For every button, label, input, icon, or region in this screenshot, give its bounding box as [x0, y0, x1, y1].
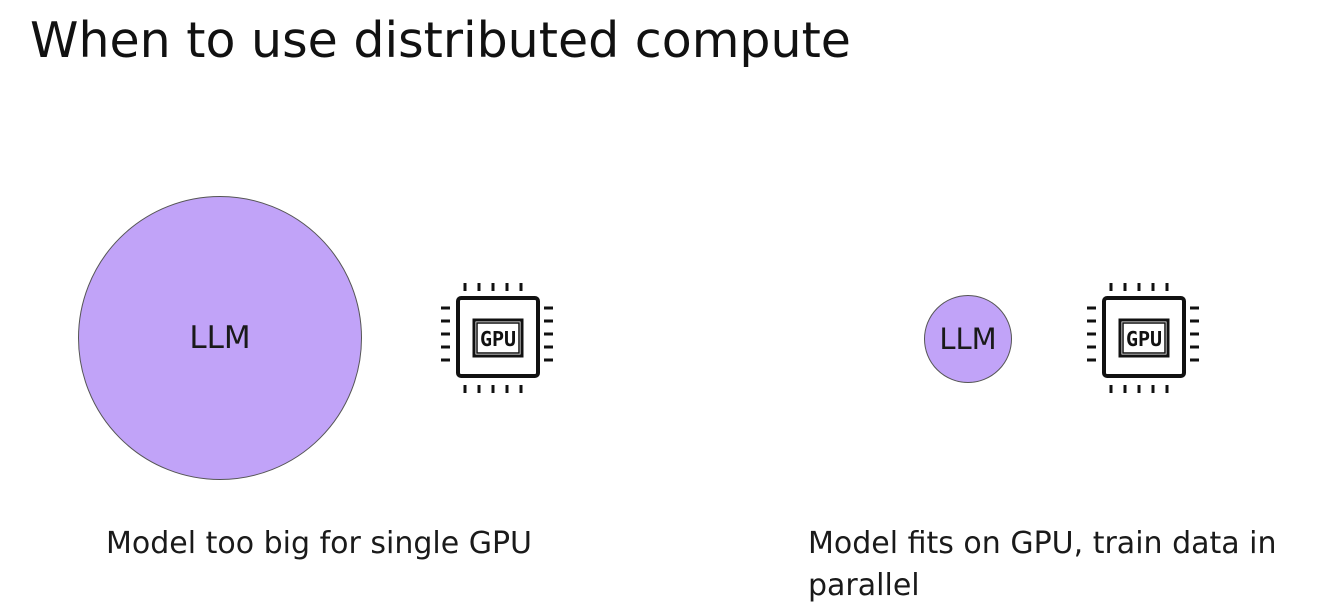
slide-title: When to use distributed compute	[30, 12, 851, 69]
gpu-chip-label: GPU	[1126, 327, 1162, 351]
caption-model-fits: Model fits on GPU, train data in paralle…	[808, 526, 1277, 603]
llm-label: LLM	[939, 322, 997, 356]
llm-label: LLM	[189, 320, 251, 356]
llm-circle-large: LLM	[78, 196, 362, 480]
gpu-chip-label: GPU	[480, 327, 516, 351]
gpu-chip-icon: GPU	[441, 283, 553, 393]
llm-circle-small: LLM	[924, 295, 1012, 383]
gpu-chip-icon: GPU	[1087, 283, 1199, 393]
caption-model-too-big: Model too big for single GPU	[106, 526, 533, 561]
